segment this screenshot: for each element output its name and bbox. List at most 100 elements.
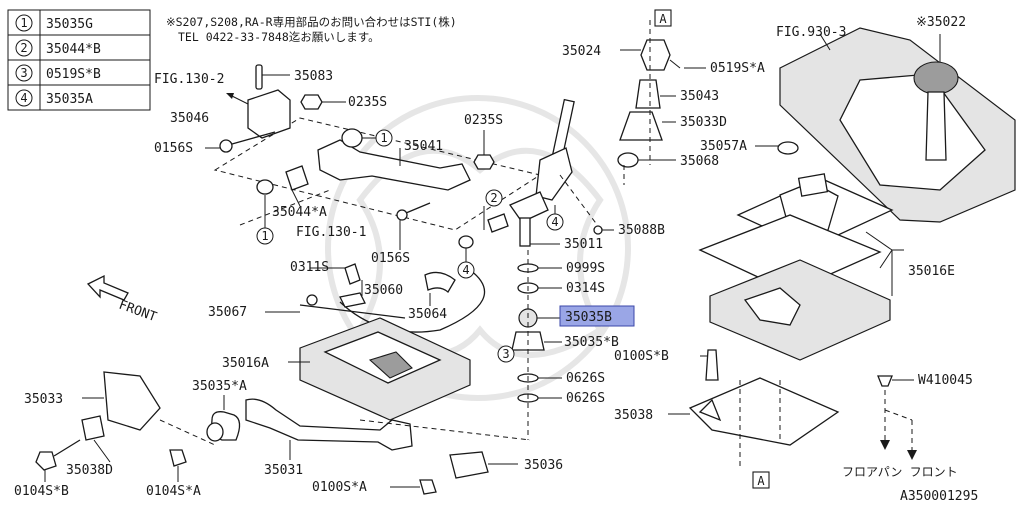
label-35038D[interactable]: 35038D <box>66 463 113 478</box>
label-fig-130-2[interactable]: FIG.130-2 <box>154 72 224 87</box>
highlight-box <box>559 305 635 327</box>
label-0314S[interactable]: 0314S <box>566 281 605 296</box>
label-0156S[interactable]: 0156S <box>154 141 193 156</box>
label-35033D[interactable]: 35033D <box>680 115 727 130</box>
legend-num: 4 <box>20 91 27 105</box>
label-35043[interactable]: 35043 <box>680 89 719 104</box>
label-0626S-2[interactable]: 0626S <box>566 391 605 406</box>
svg-text:3: 3 <box>502 347 509 361</box>
rod-35031 <box>245 398 413 451</box>
label-fig-930-3[interactable]: FIG.930-3 <box>776 25 846 40</box>
svg-text:1: 1 <box>261 229 268 243</box>
bracket-35036 <box>449 451 489 479</box>
part-35024 <box>640 39 671 71</box>
bracket-35038 <box>688 377 840 446</box>
sti-note-line2: TEL 0422-33-7848迄お願いします。 <box>178 30 380 44</box>
base-plate-35016A <box>288 317 471 421</box>
label-35088B[interactable]: 35088B <box>618 223 665 238</box>
pin-35083 <box>255 64 263 90</box>
legend-row: 3 0519S*B <box>15 64 101 82</box>
label-35038[interactable]: 35038 <box>614 408 653 423</box>
label-35033[interactable]: 35033 <box>24 392 63 407</box>
label-35067[interactable]: 35067 <box>208 305 247 320</box>
label-35057A[interactable]: 35057A <box>700 139 747 154</box>
legend-num: 2 <box>20 41 27 55</box>
legend-row: 1 35035G <box>15 14 93 32</box>
label-0100S-B[interactable]: 0100S*B <box>614 349 669 364</box>
ref-box-top: A <box>654 9 672 27</box>
bolt-head-0156S <box>219 139 233 153</box>
lower-linkage <box>35 371 531 495</box>
boot-35033D <box>619 111 663 141</box>
bracket-35046 <box>247 89 291 139</box>
legend-table: 1 35035G 2 35044*B 3 0519S*B 4 35035A <box>7 9 151 111</box>
callout-1-b: 1 <box>256 227 274 245</box>
shift-lever <box>483 98 614 440</box>
shift-knob-35022 <box>913 61 959 95</box>
ref-label: A <box>757 474 765 488</box>
label-0311S[interactable]: 0311S <box>290 260 329 275</box>
label-front: FRONT <box>117 298 159 326</box>
label-0626S[interactable]: 0626S <box>566 371 605 386</box>
console-assembly <box>668 27 1016 470</box>
label-0104S-A[interactable]: 0104S*A <box>146 484 201 499</box>
label-35083[interactable]: 35083 <box>294 69 333 84</box>
label-35060[interactable]: 35060 <box>364 283 403 298</box>
label-0519S-A[interactable]: 0519S*A <box>710 61 765 76</box>
label-35011[interactable]: 35011 <box>564 237 603 252</box>
callout-2: 2 <box>485 189 503 207</box>
link-35041 <box>317 139 471 191</box>
callout-3: 3 <box>497 345 515 363</box>
callout-1-a: 1 <box>375 129 393 147</box>
label-35016A[interactable]: 35016A <box>222 356 269 371</box>
sti-note-line1: ※S207,S208,RA-R専用部品のお問い合わせはSTI(株) <box>166 15 457 29</box>
label-0235S[interactable]: 0235S <box>348 95 387 110</box>
label-0999S[interactable]: 0999S <box>566 261 605 276</box>
nut-0235S <box>300 94 323 110</box>
label-35035B[interactable]: 35035B <box>565 310 612 325</box>
label-35035B-star[interactable]: 35035*B <box>564 335 619 350</box>
label-35068[interactable]: 35068 <box>680 154 719 169</box>
label-0100S-A[interactable]: 0100S*A <box>312 480 367 495</box>
legend-part: 0519S*B <box>46 67 101 82</box>
upper-stack <box>617 20 706 185</box>
bracket-35033 <box>103 371 161 431</box>
label-35022[interactable]: ※35022 <box>916 15 966 30</box>
svg-text:4: 4 <box>462 263 469 277</box>
label-35031[interactable]: 35031 <box>264 463 303 478</box>
callout-4-a: 4 <box>546 213 564 231</box>
legend-row: 2 35044*B <box>15 39 101 57</box>
label-0104S-B[interactable]: 0104S*B <box>14 484 69 499</box>
svg-text:2: 2 <box>490 191 497 205</box>
bolt-0104S-B <box>35 451 57 471</box>
ref-label: A <box>659 12 667 26</box>
label-0156S-2[interactable]: 0156S <box>371 251 410 266</box>
label-35036[interactable]: 35036 <box>524 458 563 473</box>
svg-text:1: 1 <box>380 131 387 145</box>
callout-4-b: 4 <box>457 261 475 279</box>
label-35064[interactable]: 35064 <box>408 307 447 322</box>
legend-num: 3 <box>20 66 27 80</box>
label-floor-front: フロアパン フロント <box>842 465 958 479</box>
legend-part: 35044*B <box>46 42 101 57</box>
label-35044A[interactable]: 35044*A <box>272 205 327 220</box>
label-0235S-2[interactable]: 0235S <box>464 113 503 128</box>
part-labels: FIG.130-2 35083 35046 0235S 0156S 35041 … <box>14 15 978 504</box>
label-35035A[interactable]: 35035*A <box>192 379 247 394</box>
part-35064 <box>424 271 456 294</box>
label-35016E[interactable]: 35016E <box>908 264 955 279</box>
legend-part: 35035G <box>46 17 93 32</box>
legend-part: 35035A <box>46 92 93 107</box>
ref-box-bottom: A <box>752 471 770 489</box>
drawing-number: A350001295 <box>900 489 978 504</box>
label-35041[interactable]: 35041 <box>404 139 443 154</box>
svg-text:4: 4 <box>551 215 558 229</box>
legend-row: 4 35035A <box>15 89 93 107</box>
cable-assembly <box>265 263 486 333</box>
label-35046[interactable]: 35046 <box>170 111 209 126</box>
front-arrow <box>86 274 129 301</box>
label-fig-130-1[interactable]: FIG.130-1 <box>296 225 366 240</box>
legend-num: 1 <box>20 16 27 30</box>
label-W410045[interactable]: W410045 <box>918 373 973 388</box>
label-35024[interactable]: 35024 <box>562 44 601 59</box>
